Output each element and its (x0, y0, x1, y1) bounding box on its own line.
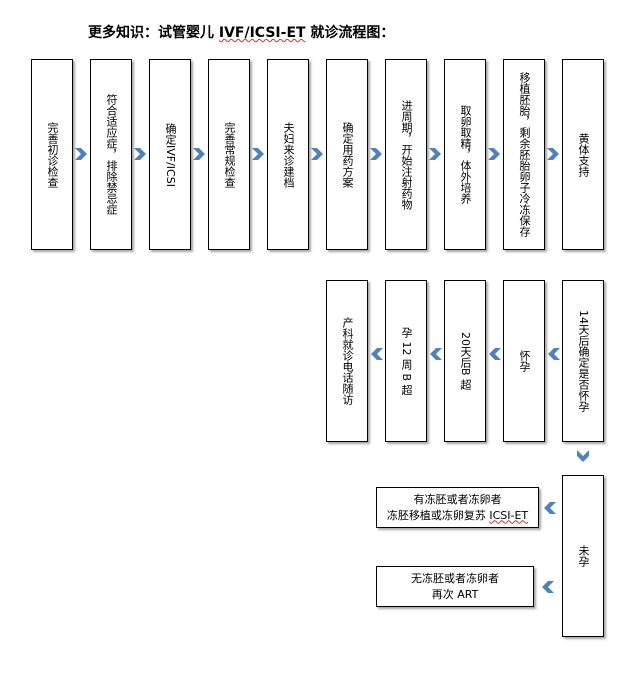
chevron-left-icon (371, 348, 383, 360)
chevron-right-icon (429, 148, 441, 160)
step-not-pregnant: 未孕 (562, 475, 604, 637)
step-label: 进周期，开始注射药物 (400, 99, 413, 210)
step-label: 怀孕 (518, 350, 531, 372)
step-label: 产科就诊电话随访 (341, 317, 354, 405)
step-initial-exam: 完善初诊检查 (31, 59, 73, 250)
chevron-right-icon (134, 148, 146, 160)
step-20-day-ultrasound: 20天后B 超 (444, 280, 486, 442)
step-label: 黄体支持 (577, 132, 590, 177)
chevron-left-icon (548, 348, 560, 360)
chevron-right-icon (547, 148, 559, 160)
step-label: 完善常规检查 (223, 121, 236, 188)
step-label: 夫妇来诊建档 (282, 121, 295, 188)
branch-without-frozen-embryos: 无冻胚或者冻卵者 再次 ART (376, 566, 534, 607)
step-label: 符合适应症，排除禁忌症 (105, 94, 118, 215)
chevron-left-icon (489, 348, 501, 360)
chevron-right-icon (252, 148, 264, 160)
step-couple-registration: 夫妇来诊建档 (267, 59, 309, 250)
chevron-left-icon (542, 581, 554, 593)
page-title: 更多知识：试管婴儿 IVF/ICSI-ET 就诊流程图： (88, 22, 394, 42)
branch-line-2: 再次 ART (431, 587, 479, 601)
branch-line-1: 无冻胚或者冻卵者 (411, 571, 499, 585)
branch-line-2-text: 冻胚移植或冻卵复苏 (386, 508, 490, 522)
branch-line-2: 冻胚移植或冻卵复苏 ICSI-ET (387, 508, 528, 524)
chevron-left-icon (544, 502, 556, 514)
title-latin: IVF/ICSI-ET (218, 25, 306, 41)
step-label: 未孕 (577, 545, 590, 567)
step-confirm-ivf: 确定IVF/ICSI (149, 59, 191, 250)
step-medication-plan: 确定用药方案 (326, 59, 368, 250)
step-label: 确定IVF/ICSI (164, 122, 177, 187)
chevron-left-icon (430, 348, 442, 360)
step-label: 移植胚胎，剩余胚胎卵子冷冻保存 (518, 72, 531, 237)
step-label: 孕 12 周 B 超 (400, 326, 413, 396)
step-routine-exam: 完善常规检查 (208, 59, 250, 250)
step-pregnant: 怀孕 (503, 280, 545, 442)
step-luteal-support: 黄体支持 (562, 59, 604, 250)
step-label: 14天后确定是否怀孕 (577, 310, 590, 412)
chevron-right-icon (488, 148, 500, 160)
branch-with-frozen-embryos: 有冻胚或者冻卵者 冻胚移植或冻卵复苏 ICSI-ET (376, 487, 539, 528)
step-pregnancy-test: 14天后确定是否怀孕 (562, 280, 604, 442)
step-start-cycle: 进周期，开始注射药物 (385, 59, 427, 250)
chevron-right-icon (193, 148, 205, 160)
chevron-right-icon (311, 148, 323, 160)
branch-line-1: 有冻胚或者冻卵者 (413, 492, 502, 506)
branch-line-2-latin: ICSI-ET (489, 508, 529, 522)
step-egg-retrieval: 取卵取精，体外培养 (444, 59, 486, 250)
chevron-down-icon (577, 450, 589, 462)
step-obstetrics-followup: 产科就诊电话随访 (326, 280, 368, 442)
title-suffix: 就诊流程图： (305, 25, 395, 41)
step-label: 完善初诊检查 (46, 121, 59, 188)
step-indication-check: 符合适应症，排除禁忌症 (90, 59, 132, 250)
step-label: 取卵取精，体外培养 (459, 105, 472, 204)
step-label: 20天后B 超 (459, 331, 472, 391)
chevron-right-icon (75, 148, 87, 160)
chevron-right-icon (370, 148, 382, 160)
step-label: 确定用药方案 (341, 121, 354, 188)
step-embryo-transfer: 移植胚胎，剩余胚胎卵子冷冻保存 (503, 59, 545, 250)
title-prefix: 更多知识：试管婴儿 (88, 25, 219, 41)
step-12-week-ultrasound: 孕 12 周 B 超 (385, 280, 427, 442)
